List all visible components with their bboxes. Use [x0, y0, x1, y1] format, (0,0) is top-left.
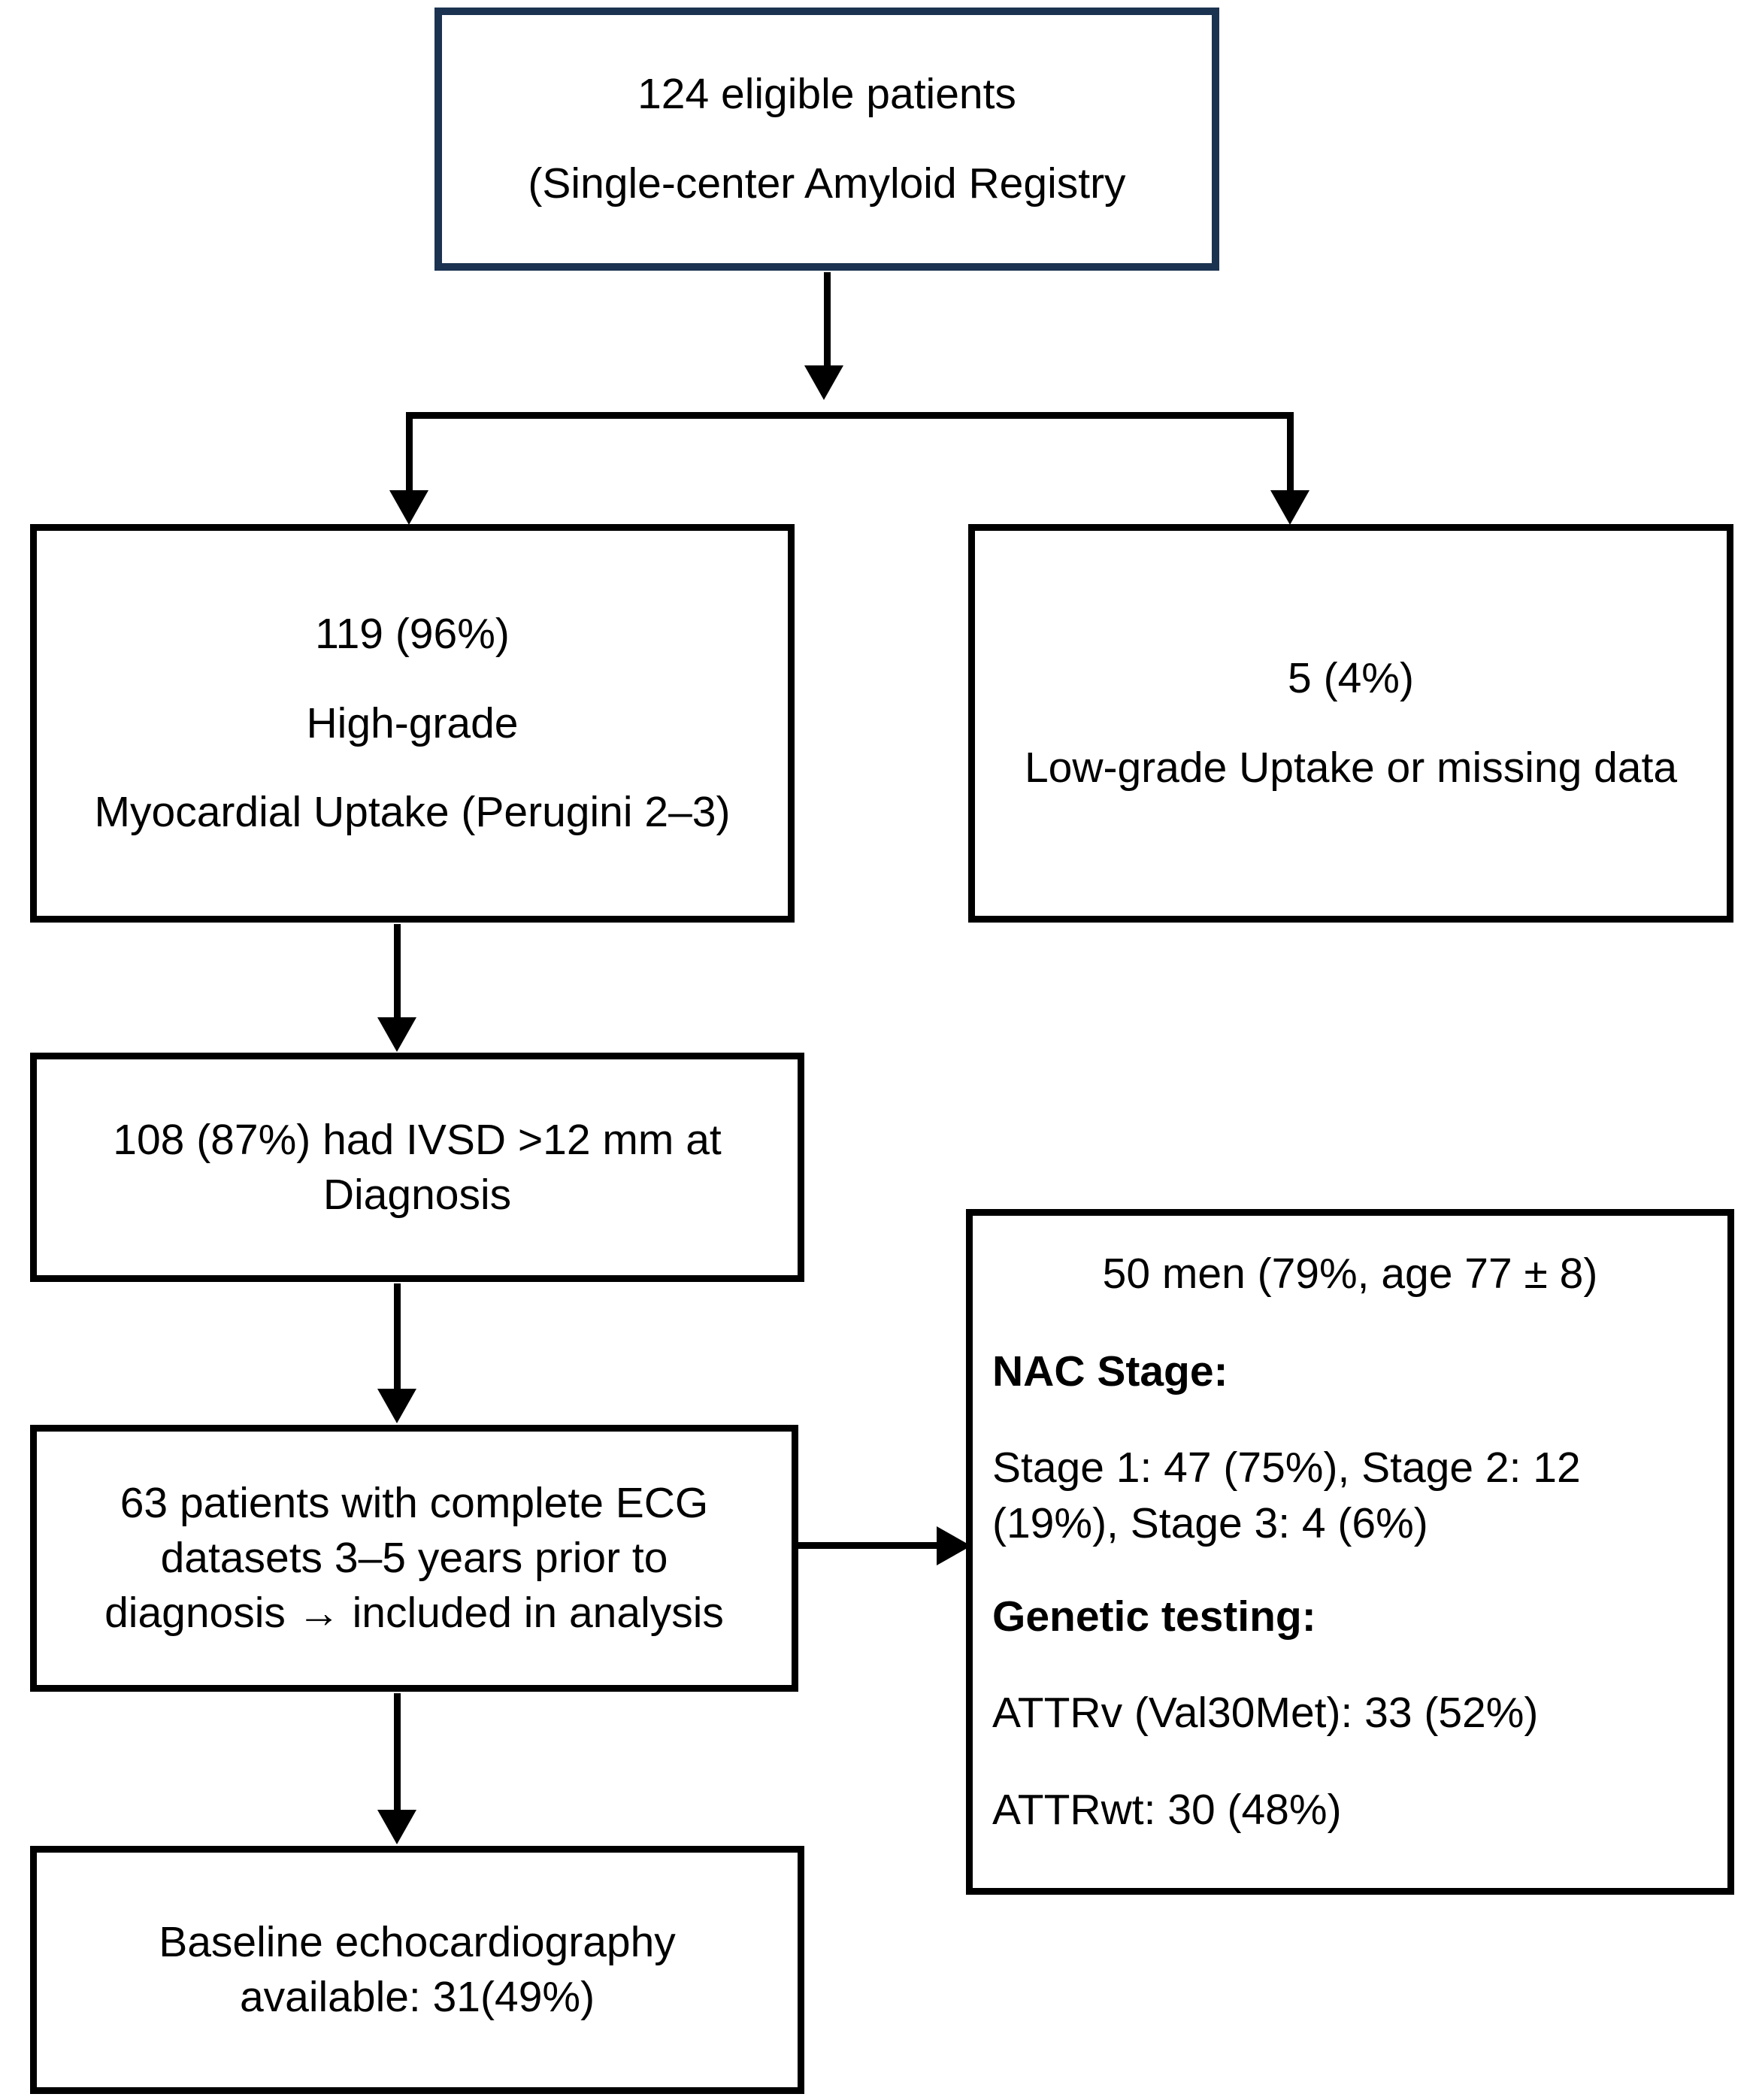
connector-split-right-stem	[1287, 412, 1294, 495]
ecg-line1: 63 patients with complete ECG datasets 3…	[104, 1479, 724, 1637]
connector-highgrade-ivsd-arrowhead	[377, 1017, 416, 1052]
connector-root-stem	[824, 272, 831, 368]
cohort-nac-stage-values: Stage 1: 47 (75%), Stage 2: 12 (19%), St…	[992, 1444, 1581, 1548]
connector-root-arrowhead	[804, 365, 843, 400]
node-high-grade-uptake: 119 (96%) High-grade Myocardial Uptake (…	[30, 524, 795, 923]
connector-ecg-echo-arrowhead	[377, 1810, 416, 1844]
connector-ivsd-ecg-stem	[394, 1283, 401, 1392]
node-cohort-characteristics: 50 men (79%, age 77 ± 8) NAC Stage: Stag…	[966, 1209, 1734, 1895]
low-grade-line1: 5 (4%)	[1288, 654, 1414, 703]
node-ivsd-diagnosis: 108 (87%) had IVSD >12 mm at Diagnosis	[30, 1053, 804, 1282]
connector-ecg-echo-stem	[394, 1693, 401, 1814]
node-low-grade-uptake: 5 (4%) Low-grade Uptake or missing data	[968, 524, 1733, 923]
node-baseline-echo: Baseline echocardiography available: 31(…	[30, 1846, 804, 2094]
connector-split-left-arrowhead	[389, 490, 428, 525]
cohort-nac-stage-heading: NAC Stage:	[992, 1347, 1228, 1396]
low-grade-line2: Low-grade Uptake or missing data	[1024, 744, 1678, 792]
eligible-patients-line2: (Single-center Amyloid Registry	[528, 159, 1126, 208]
cohort-demographics: 50 men (79%, age 77 ± 8)	[1102, 1250, 1598, 1298]
cohort-genetic-value-2: ATTRwt: 30 (48%)	[992, 1785, 1342, 1834]
connector-split-bar	[406, 412, 1294, 419]
high-grade-line1: 119 (96%)	[315, 609, 510, 658]
connector-split-left-stem	[406, 412, 413, 495]
connector-split-right-arrowhead	[1270, 490, 1309, 525]
connector-ivsd-ecg-arrowhead	[377, 1389, 416, 1423]
node-eligible-patients: 124 eligible patients (Single-center Amy…	[434, 8, 1219, 271]
connector-ecg-detail-arrowhead	[937, 1526, 971, 1565]
baseline-echo-line1: Baseline echocardiography available: 31(…	[159, 1918, 676, 2021]
high-grade-line3: Myocardial Uptake (Perugini 2–3)	[94, 788, 731, 837]
node-ecg-datasets: 63 patients with complete ECG datasets 3…	[30, 1425, 798, 1692]
cohort-genetic-heading: Genetic testing:	[992, 1592, 1316, 1641]
connector-ecg-detail-stem	[798, 1542, 941, 1549]
ivsd-line1: 108 (87%) had IVSD >12 mm at Diagnosis	[113, 1115, 722, 1219]
eligible-patients-line1: 124 eligible patients	[637, 70, 1016, 119]
connector-highgrade-ivsd-stem	[394, 924, 401, 1022]
cohort-genetic-value-1: ATTRv (Val30Met): 33 (52%)	[992, 1689, 1539, 1738]
high-grade-line2: High-grade	[306, 698, 519, 747]
